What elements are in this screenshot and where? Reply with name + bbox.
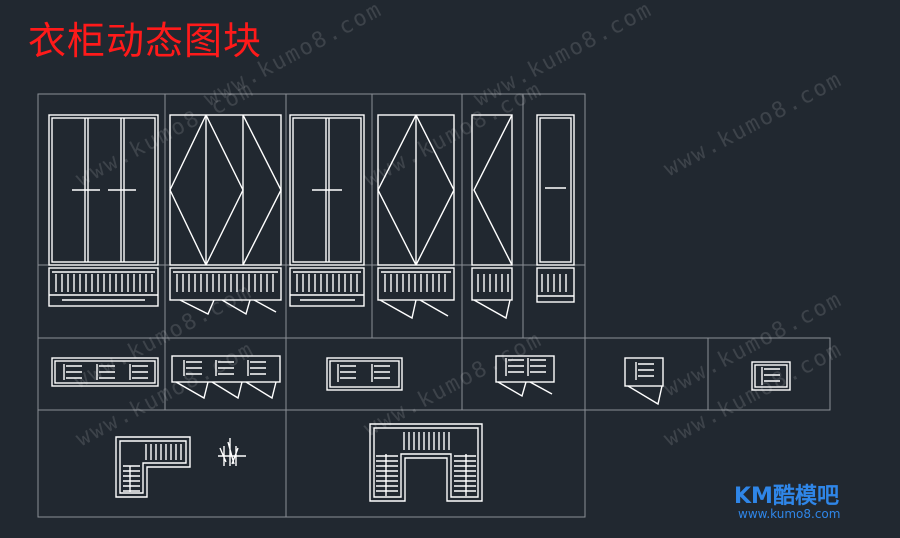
wardrobe-elevation-3-door — [48, 114, 159, 266]
hanger-symbol — [218, 438, 246, 466]
wardrobe-elevation-2-door — [289, 114, 365, 266]
plan-view-4 — [377, 267, 455, 320]
plan-row2-4 — [495, 355, 555, 398]
wardrobe-elevation-1-door-hinged — [471, 114, 513, 266]
plan-row2-5 — [624, 357, 664, 406]
wardrobe-elevation-hinged — [169, 114, 282, 266]
plan-view-6 — [536, 267, 575, 303]
brand-logo: KM酷模吧 — [734, 484, 839, 509]
plan-view-2 — [169, 267, 282, 316]
plan-row2-2 — [171, 355, 281, 400]
u-shaped-wardrobe-plan — [369, 423, 483, 502]
l-shaped-wardrobe-plan — [115, 436, 191, 498]
plan-view-5 — [471, 267, 513, 320]
plan-view-1 — [48, 267, 159, 307]
plan-row2-6 — [751, 361, 791, 391]
brand-url: www.kumo8.com — [738, 507, 841, 521]
plan-view-3 — [289, 267, 365, 307]
wardrobe-elevation-1-door — [536, 114, 575, 266]
plan-row2-3 — [326, 357, 403, 391]
wardrobe-elevation-2-door-hinged — [377, 114, 455, 266]
plan-row2-1 — [51, 357, 159, 387]
page-title: 衣柜动态图块 — [28, 19, 263, 63]
